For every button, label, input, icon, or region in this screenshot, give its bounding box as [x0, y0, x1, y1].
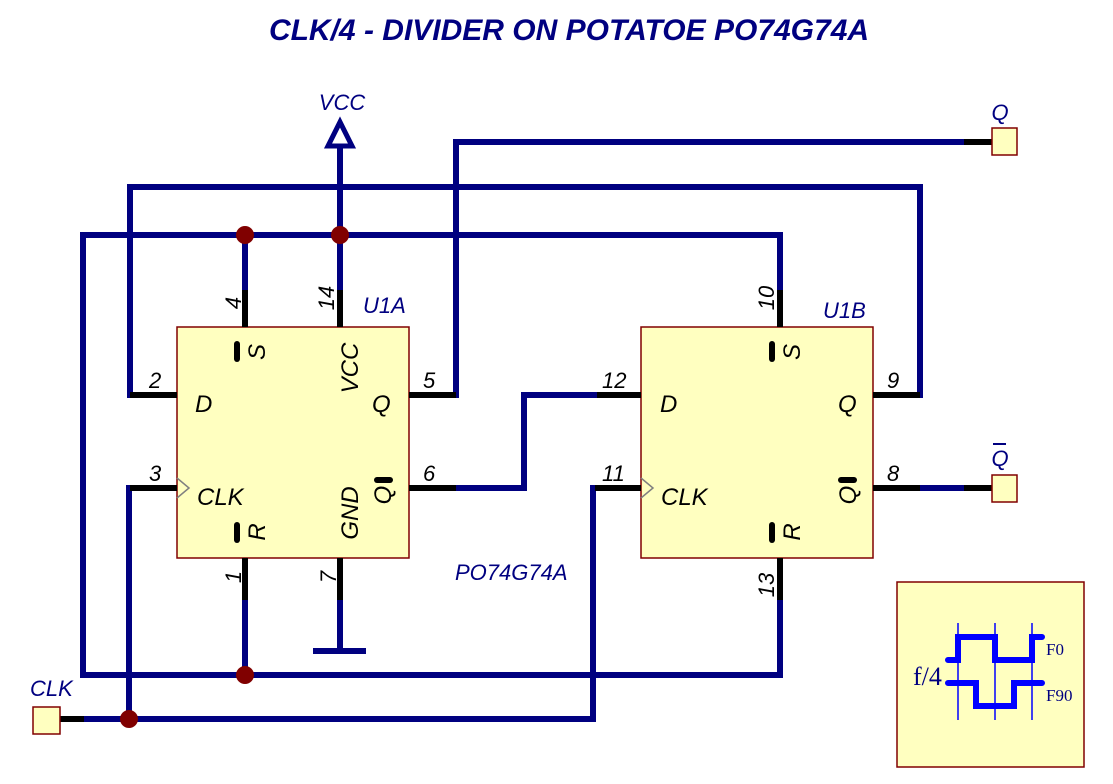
vcc-power-symbol: VCC	[319, 90, 366, 149]
junction-dot	[236, 226, 254, 244]
u1b-pinname-r: R	[779, 523, 806, 540]
legend-freq-label: f/4	[913, 662, 942, 691]
waveform-f0	[945, 634, 1045, 663]
port-q-box[interactable]	[991, 127, 1018, 156]
wire-reset-rail	[80, 597, 783, 678]
u1b-pinnum-d: 12	[602, 368, 626, 393]
port-clk-label: CLK	[30, 676, 74, 701]
u1a-pinnum-qbar: 6	[423, 461, 436, 486]
u1a-pinname-q: Q	[372, 391, 391, 418]
u1b-pinnum-clk: 11	[602, 461, 625, 486]
u1b-pinnum-s: 10	[754, 285, 779, 310]
legend-box	[896, 581, 1085, 768]
port-q[interactable]: Q	[964, 100, 1018, 156]
u1a-pinname-qbar: Q	[370, 486, 397, 505]
port-qbar-label: Q	[991, 446, 1008, 471]
vcc-label: VCC	[319, 90, 366, 115]
port-clk[interactable]: CLK	[30, 676, 84, 735]
legend-f0-label: F0	[1046, 640, 1064, 659]
schematic-title: CLK/4 - DIVIDER ON POTATOE PO74G74A	[269, 14, 869, 47]
wire-vcc-rail	[80, 232, 783, 675]
junction-dot	[331, 226, 349, 244]
u1a-pinnum-d: 2	[148, 368, 161, 393]
u1a-pinname-s: S	[244, 344, 271, 360]
part-name-label: PO74G74A	[455, 560, 568, 585]
u1a-pinnum-gnd: 7	[316, 570, 341, 583]
u1a-pinnum-s: 4	[221, 297, 246, 309]
wire-clk-to-u1a	[126, 485, 153, 722]
junction-dot	[120, 710, 138, 728]
port-q-label: Q	[991, 100, 1008, 125]
legend-f90-label: F90	[1046, 686, 1072, 705]
u1a-pinname-r: R	[244, 523, 271, 540]
u1b-pinnum-q: 9	[887, 368, 899, 393]
u1a-pinnum-q: 5	[423, 368, 436, 393]
flipflop-u1a[interactable]: S VCC D Q CLK Q R GND 4 14 2 5 3 6 1 7 U…	[130, 286, 456, 600]
u1a-pinname-d: D	[195, 391, 212, 418]
u1b-pinname-q: Q	[838, 391, 857, 418]
waveform-f90	[945, 680, 1045, 709]
port-qbar-box[interactable]	[991, 474, 1018, 503]
u1a-pinname-clk: CLK	[197, 484, 245, 511]
u1a-pinnum-vcc: 14	[314, 286, 339, 310]
u1a-body[interactable]	[176, 326, 410, 559]
junctions	[120, 226, 349, 728]
u1a-pinname-gnd: GND	[337, 486, 364, 539]
port-qbar[interactable]: Q	[964, 443, 1018, 503]
wire-qbar1-to-d2	[427, 392, 603, 491]
junction-dot	[236, 666, 254, 684]
u1b-pinname-d: D	[660, 391, 677, 418]
u1b-pinname-qbar: Q	[835, 486, 862, 505]
u1a-clock-triangle-icon	[176, 477, 191, 499]
u1b-pinnum-r: 13	[754, 572, 779, 597]
u1b-designator: U1B	[823, 298, 866, 323]
u1b-body[interactable]	[640, 326, 874, 559]
flipflop-u1b[interactable]: S D Q CLK Q R 10 12 9 11 8 13 U1B	[595, 285, 920, 600]
u1a-pinnum-r: 1	[221, 571, 246, 583]
port-clk-box[interactable]	[32, 706, 61, 735]
waveform-legend: f/4 F0 F90	[896, 581, 1085, 768]
vcc-arrow-icon	[323, 116, 357, 149]
u1a-pinnum-clk: 3	[149, 461, 162, 486]
u1b-pinname-clk: CLK	[661, 484, 709, 511]
u1a-designator: U1A	[363, 293, 406, 318]
u1a-pinname-vcc: VCC	[337, 342, 364, 393]
u1b-pinname-s: S	[779, 344, 806, 360]
u1b-pinnum-qbar: 8	[887, 461, 900, 486]
u1b-clock-triangle-icon	[640, 477, 655, 499]
